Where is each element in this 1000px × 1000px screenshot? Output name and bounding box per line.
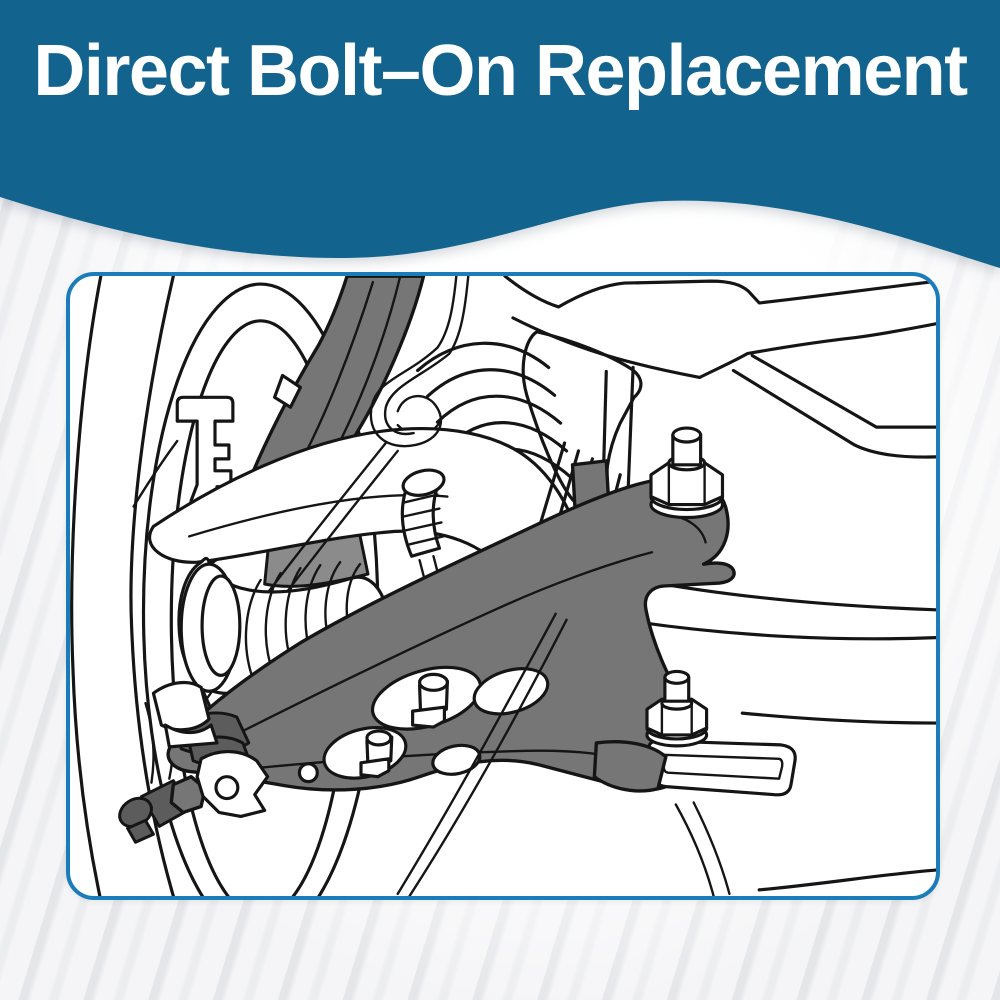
- sway-bar-end-link: [400, 468, 451, 623]
- title-banner: Direct Bolt–On Replacement: [0, 0, 1000, 290]
- arm-stud-bolt: [411, 672, 449, 729]
- banner-wave-shape: [0, 0, 1000, 268]
- lower-control-arm: [166, 476, 736, 792]
- subframe-bolt: [645, 669, 709, 748]
- rear-bushing-bracket: [592, 739, 797, 797]
- cv-axle-boot: [177, 556, 388, 696]
- frame-rail: [503, 276, 936, 459]
- tie-rod-end: [118, 774, 207, 844]
- subframe-bolt: [649, 426, 725, 520]
- illustration-card: [66, 272, 940, 900]
- suspension-line-art: [70, 276, 936, 896]
- arm-stud-bolt: [359, 729, 394, 779]
- caliper-lumps: [151, 680, 219, 749]
- page-title: Direct Bolt–On Replacement: [33, 31, 968, 111]
- cables: [396, 612, 731, 896]
- steering-bracket: [195, 750, 270, 818]
